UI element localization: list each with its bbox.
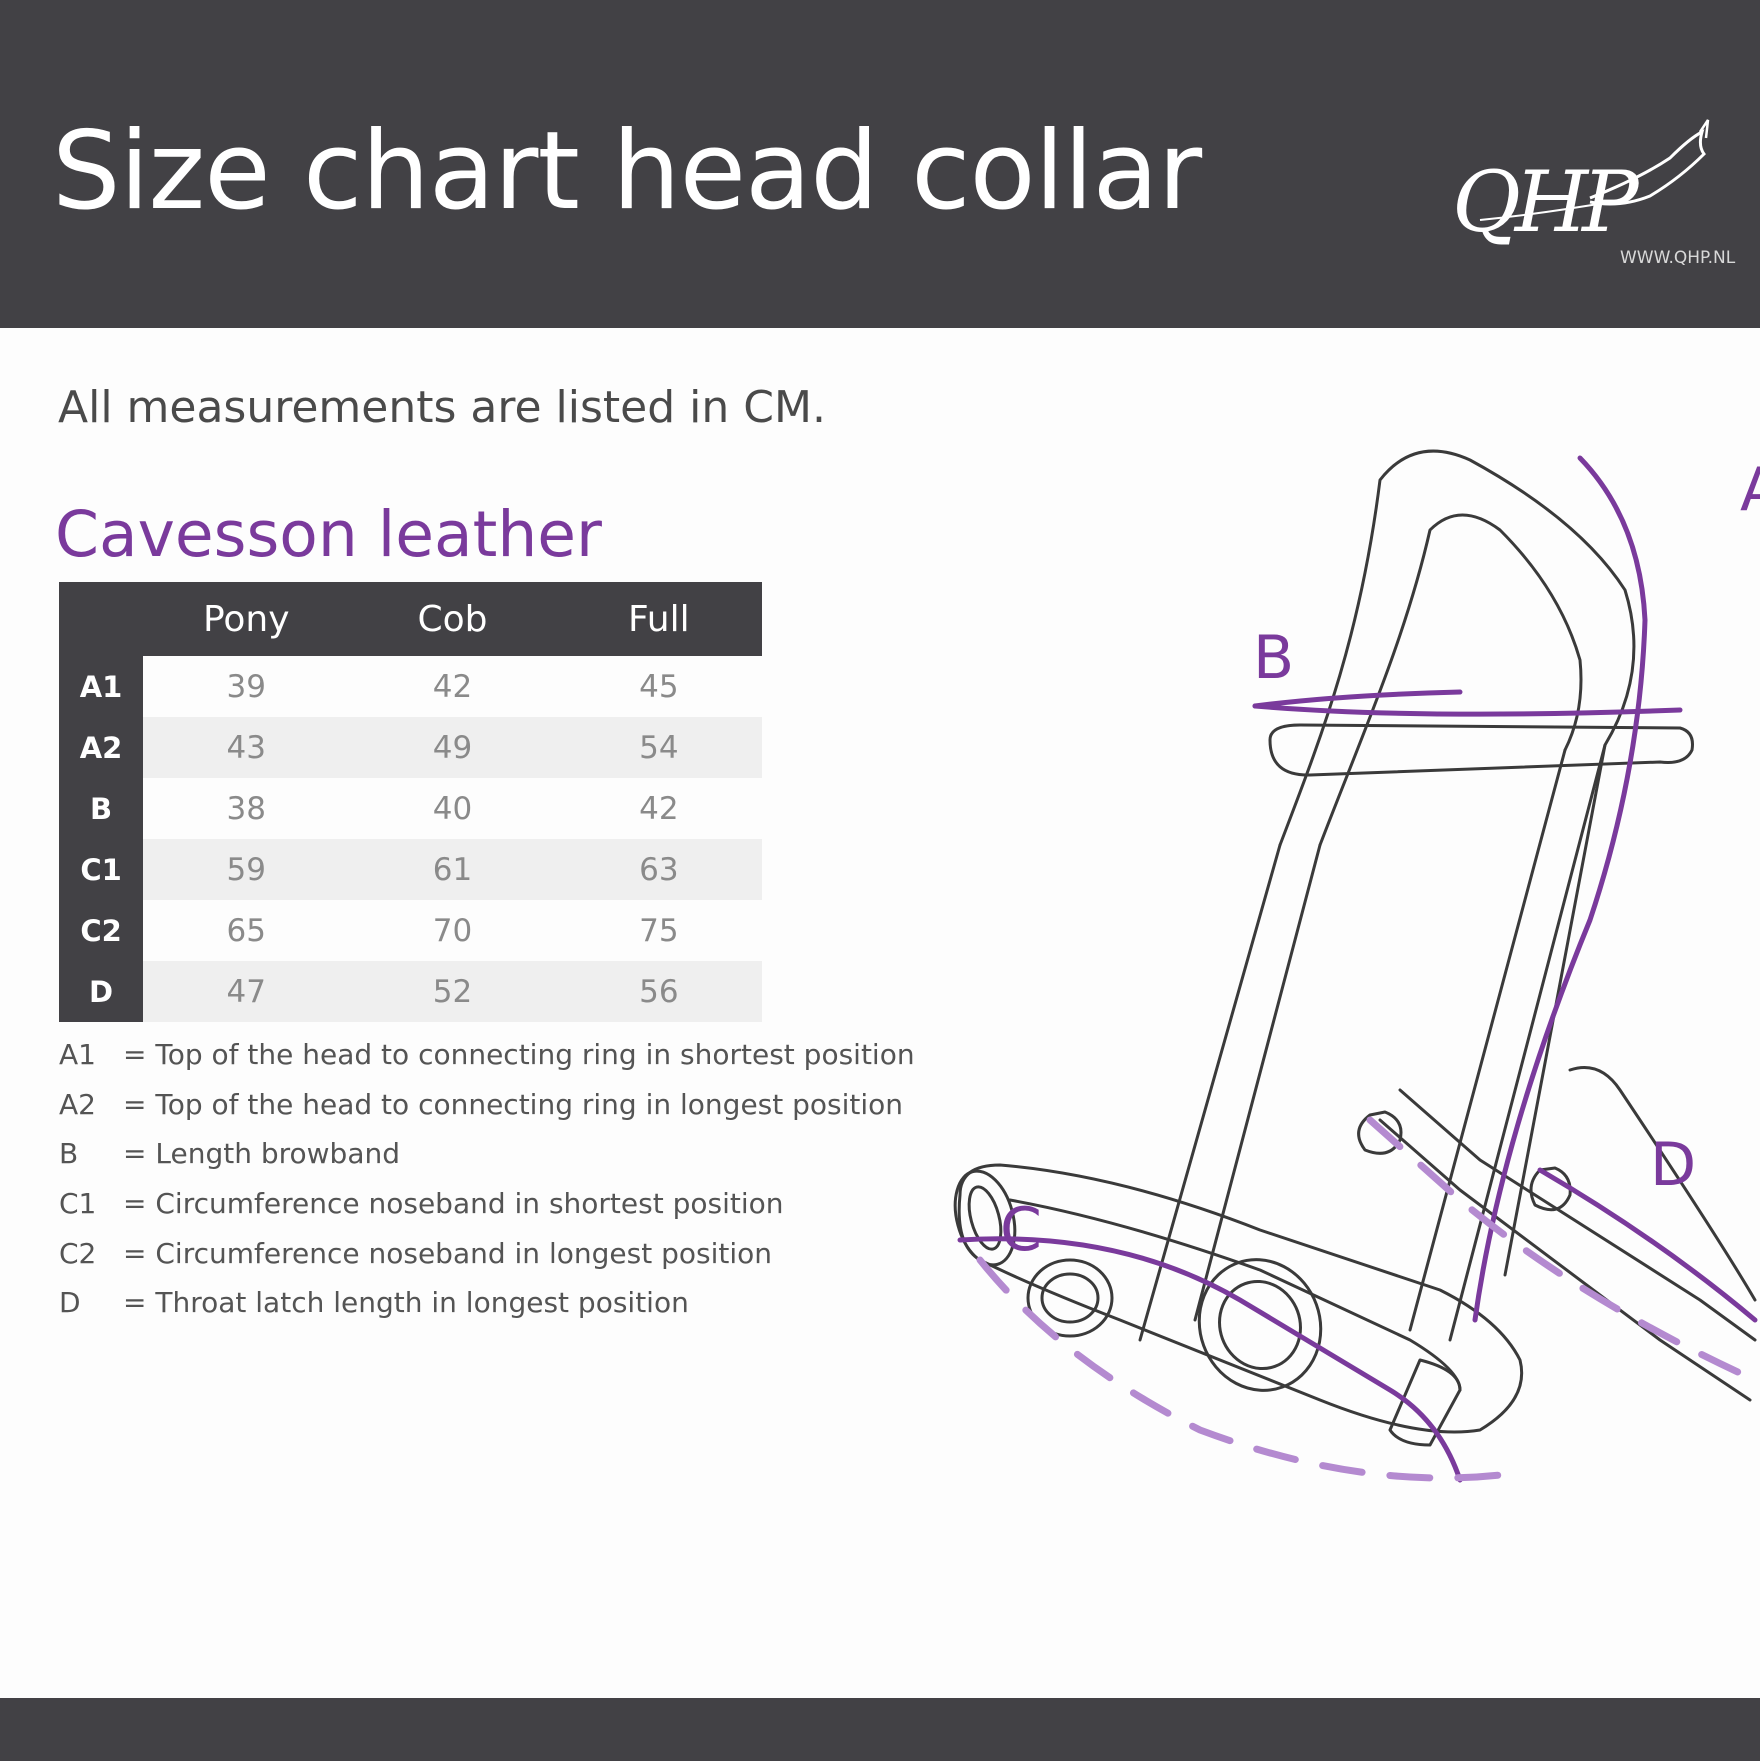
legend-code: D [59,1286,81,1320]
diagram-label-a: A [1740,455,1760,525]
legend-item: B = Length browband [59,1129,915,1179]
table-cell: 45 [555,656,762,717]
diagram-label-d: D [1650,1130,1696,1200]
page-title: Size chart head collar [52,109,1202,234]
head-collar-illustration-icon: B C D A [953,449,1760,1483]
row-label: C2 [59,900,144,961]
diagram-label-b: B [1253,623,1294,693]
column-header-cob: Cob [349,582,556,656]
table-cell: 42 [555,778,762,839]
legend-code: A1 [59,1038,96,1072]
row-label: D [59,961,144,1022]
legend-description: = Throat latch length in longest positio… [123,1286,689,1320]
legend-description: = Circumference noseband in shortest pos… [123,1187,784,1221]
legend-description: = Top of the head to connecting ring in … [123,1087,904,1121]
legend-item: C1 = Circumference noseband in shortest … [59,1179,915,1229]
logo-wordmark: QHP [1452,153,1639,251]
table-cell: 59 [143,839,350,900]
table-cell: 75 [555,900,762,961]
brand-logo: QHP WWW.QHP.NL [1440,118,1760,278]
footer-bar [0,1698,1760,1761]
table-row: C2 65 70 75 [59,900,762,961]
horse-head-logo-icon [1479,119,1710,221]
row-label: A2 [59,717,144,778]
table-row: A2 43 49 54 [59,717,762,778]
legend-description: = Circumference noseband in longest posi… [123,1236,772,1270]
table-cell: 65 [143,900,350,961]
table-cell: 52 [349,961,556,1022]
table-corner-cell [59,582,144,656]
legend-code: C2 [59,1236,97,1270]
table-cell: 38 [143,778,350,839]
table-row: A1 39 42 45 [59,656,762,717]
legend-description: = Top of the head to connecting ring in … [123,1038,915,1072]
legend-item: C2 = Circumference noseband in longest p… [59,1228,915,1278]
legend-description: = Length browband [123,1137,400,1171]
table-row: C1 59 61 63 [59,839,762,900]
row-label: C1 [59,839,144,900]
header-banner: Size chart head collar QHP WWW.QHP.NL [0,0,1760,328]
table-cell: 40 [349,778,556,839]
legend-item: A2 = Top of the head to connecting ring … [59,1080,915,1130]
diagram-label-c: C [1000,1195,1042,1265]
table-cell: 61 [349,839,556,900]
table-header-row: Pony Cob Full [59,582,762,656]
row-label: B [59,778,144,839]
head-collar-diagram: B C D A [940,440,1760,1650]
table-cell: 49 [349,717,556,778]
table-row: B 38 40 42 [59,778,762,839]
legend-code: A2 [59,1087,96,1121]
size-table: Pony Cob Full A1 39 42 45 A2 43 49 54 B … [59,582,762,1022]
legend-item: A1 = Top of the head to connecting ring … [59,1030,915,1080]
section-title: Cavesson leather [55,498,602,571]
table-cell: 70 [349,900,556,961]
legend-code: B [59,1137,79,1171]
table-row: D 47 52 56 [59,961,762,1022]
table-cell: 54 [555,717,762,778]
table-cell: 47 [143,961,350,1022]
table-cell: 56 [555,961,762,1022]
table-cell: 63 [555,839,762,900]
legend-item: D = Throat latch length in longest posit… [59,1278,915,1328]
table-cell: 42 [349,656,556,717]
legend-code: C1 [59,1187,97,1221]
column-header-pony: Pony [143,582,350,656]
table-cell: 39 [143,656,350,717]
measurement-legend: A1 = Top of the head to connecting ring … [59,1030,915,1328]
column-header-full: Full [555,582,762,656]
logo-url: WWW.QHP.NL [1620,248,1736,268]
row-label: A1 [59,656,144,717]
table-cell: 43 [143,717,350,778]
measurement-note: All measurements are listed in CM. [58,382,826,433]
